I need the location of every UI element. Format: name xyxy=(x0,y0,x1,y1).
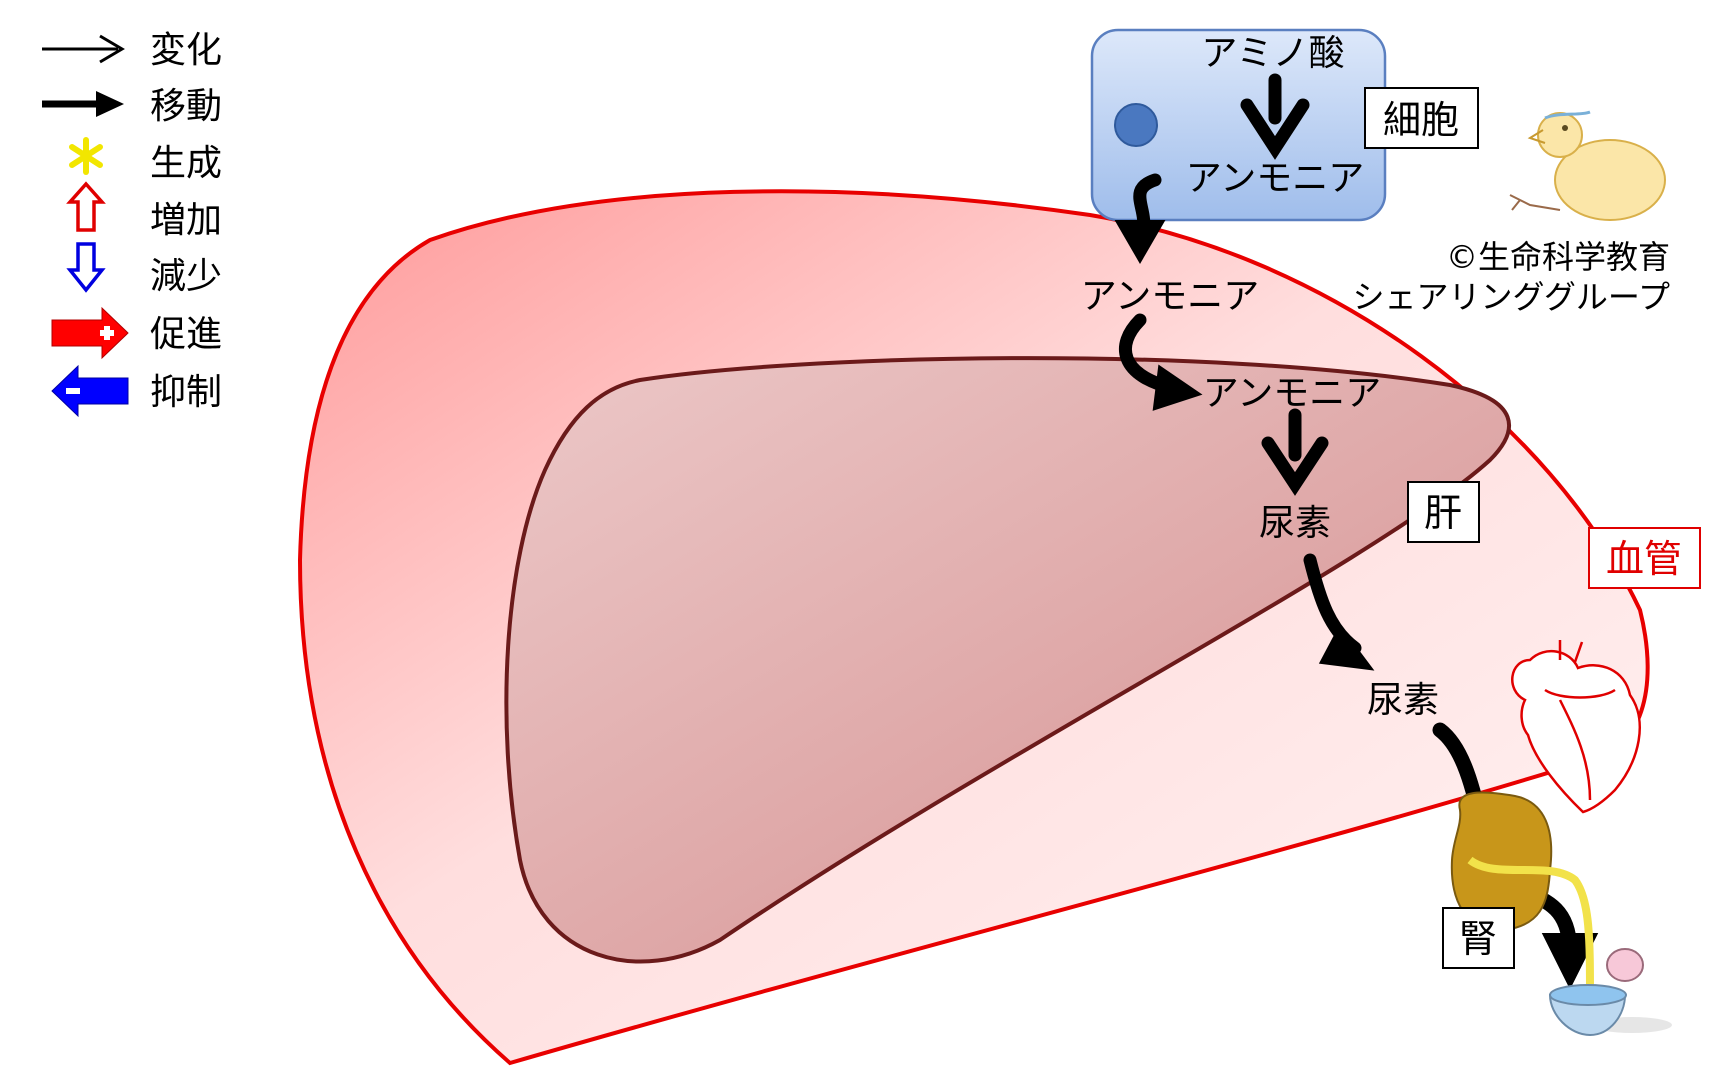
cell-label-box xyxy=(1364,87,1479,149)
vessel-label: 血管 xyxy=(1606,537,1682,581)
toilet-icon xyxy=(1548,948,1672,1037)
urea-blood-label: 尿素 xyxy=(1367,680,1439,721)
kidney-icon xyxy=(1450,791,1594,1001)
kidney-label: 腎 xyxy=(1459,917,1497,961)
legend-label-decrease: 減少 xyxy=(150,256,222,297)
legend-label-move: 移動 xyxy=(150,86,222,127)
copyright-line-1: ©生命科学教育 xyxy=(1446,238,1670,276)
red-plus-arrow-icon xyxy=(51,306,129,360)
cell-nucleus xyxy=(1114,103,1158,147)
chick-logo-icon xyxy=(1509,110,1666,221)
liver-label-box xyxy=(1407,481,1480,543)
blue-hollow-down-arrow-icon xyxy=(66,242,106,293)
copyright-line-2: シェアリンググループ xyxy=(1353,278,1670,316)
blue-minus-arrow-icon xyxy=(51,364,129,418)
legend-label-generate: 生成 xyxy=(150,143,222,184)
cell-label: 細胞 xyxy=(1383,98,1459,142)
liver-label: 肝 xyxy=(1424,491,1462,535)
ammonia-liver-label: アンモニア xyxy=(1203,373,1382,414)
legend-label-increase: 増加 xyxy=(150,200,222,241)
legend-label-promote: 促進 xyxy=(150,314,222,355)
kidney-label-box xyxy=(1442,907,1515,969)
heart-icon xyxy=(1511,640,1642,814)
liver-shape xyxy=(504,356,1512,964)
bold-arrow-right-icon xyxy=(42,91,124,117)
red-hollow-up-arrow-icon xyxy=(66,181,106,232)
yellow-asterisk-icon xyxy=(69,137,103,175)
ammonia-blood-label: アンモニア xyxy=(1081,276,1260,317)
urea-liver-label: 尿素 xyxy=(1259,503,1331,544)
legend-label-change: 変化 xyxy=(150,30,222,71)
legend-label-inhibit: 抑制 xyxy=(150,372,222,413)
legend: 変化 移動 生成 増加 減少 促進 抑制 xyxy=(42,30,222,418)
thin-arrow-right-icon xyxy=(42,34,125,64)
vessel-label-box xyxy=(1588,527,1701,589)
amino-acid-label: アミノ酸 xyxy=(1201,33,1344,74)
ammonia-cell-label: アンモニア xyxy=(1186,158,1365,199)
